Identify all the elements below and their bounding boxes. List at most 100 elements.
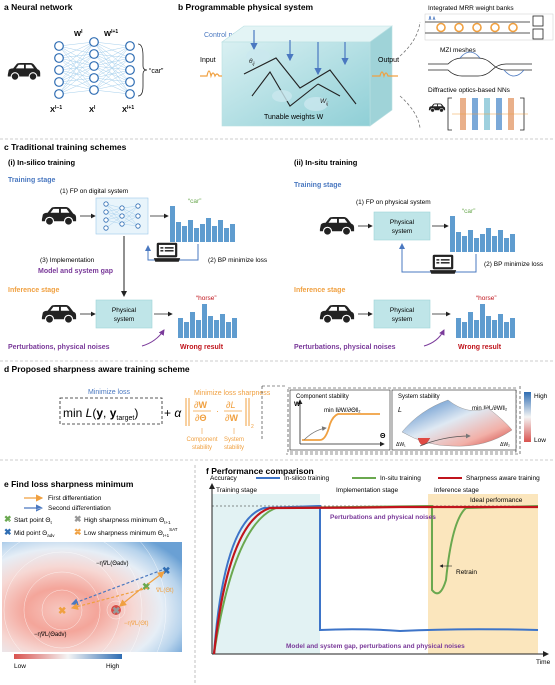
physical-system-box-ii [373,211,431,241]
first-diff-label: First differentiation [48,495,102,502]
gap-label: Model and system gap [38,268,113,275]
high-min-marker: ✖ [74,514,82,524]
nn-diagram [58,41,131,95]
legend-sharpness: Sharpness aware training [466,475,540,482]
colorbar-low-label: Low [534,437,546,444]
colorbar-e [14,654,122,659]
training-bars-i [170,206,235,242]
implementation-stage-region [320,494,428,654]
digital-nn-nodes [103,201,141,231]
start-point-marker: ✖ [4,514,12,524]
sat-step-arrow [70,569,163,606]
sharpness-term: ∂W ∂Θ · ∂L ∂W 2 [185,398,254,430]
inference-stage-label-ii: Inference stage [294,287,345,294]
svg-text:∂W: ∂W [225,413,238,423]
ideal-label: Ideal performance [470,497,523,504]
colorbar-high-label: High [534,393,548,400]
component-stability-title: Component stability [296,394,349,400]
diffractive-label: Diffractive optics-based NNs [428,87,511,94]
box-top [221,25,393,43]
second-diff-label: Second differentiation [48,505,111,512]
wrong-result-ii: Wrong result [458,344,502,351]
fp-physical-label: (1) FP on physical system [356,199,431,206]
panel-b: b Programmable physical system Control p… [178,2,554,131]
svg-text:∂W: ∂W [194,400,207,410]
nn-output-label: “car” [149,68,164,75]
training-stage-label-i: Training stage [8,177,56,184]
legend-in-situ: In-situ training [380,475,421,482]
mid-point-label: Mid point Θadv [14,530,55,538]
inference-stage-label-i: Inference stage [8,287,59,294]
wrong-result-i: Wrong result [180,344,224,351]
perturbations-label-ii: Perturbations, physical noises [294,344,396,351]
in-situ-curve [213,505,431,655]
dw2-label: ΔW₂ [500,442,510,448]
perturbations-label-i: Perturbations, physical noises [8,344,110,351]
svg-text:2: 2 [251,424,254,430]
callout-outline [261,385,521,455]
car-icon [319,304,355,324]
system-stability-title: System stability [398,394,440,400]
sharpness-aware-curve [212,505,538,655]
laptop-icon [153,242,181,262]
horse-label-ii: “horse” [476,295,497,302]
nn-nodes [54,37,135,99]
panel-c: c Traditional training schemes (i) In-si… [0,138,555,351]
x-lm1-label: Xl−1 [50,105,62,114]
perturbation-arrow-ii [423,329,445,347]
inference-bars-ii [456,304,515,338]
w-axis-label: W [294,401,301,408]
input-wave [200,70,222,79]
car-icon [7,62,41,81]
panel-e-title: e Find loss sharpness minimum [4,479,134,489]
mrr-illustration [424,13,554,41]
sharp-minimum-spot [111,605,121,615]
in-situ-retrain-curve [430,505,539,595]
grad-t-label-2: −η∇L(Θt) [124,620,149,627]
car-icon [319,216,355,236]
in-silico-drop-curve [318,505,539,633]
connector-top [399,21,421,57]
mid-point-marker: ✖ [4,527,12,537]
physical-system-box-ii-inf [373,299,431,329]
mid-point: ✖ [162,566,170,577]
output-brace [137,43,148,97]
tunable-weights-label: Tunable weights W [264,114,324,121]
time-label: Time [536,659,551,666]
car-icon [41,304,77,324]
system-label-ii-inf: system [392,316,413,323]
surface-arrow [419,433,471,447]
component-stability-sub: stability [192,445,212,451]
laptop-icon [429,254,457,274]
connector-bottom [399,95,421,129]
system-label: System [224,437,244,443]
bp-label-i: (2) BP minimize loss [208,257,268,264]
colorbar-e-high: High [106,663,120,670]
adv-step-arrow [147,571,165,585]
mrr-label: Integrated MRR weight banks [428,5,514,12]
dw1-label: ΔW₁ [396,442,406,448]
digital-nn-lines [105,203,139,229]
output-wave [372,71,398,79]
implementation-label: (3) Implementation [40,257,95,264]
panel-b-title: b Programmable physical system [178,2,314,12]
waveguide-network [243,57,357,107]
component-label: Component [186,437,217,443]
start-point-label: Start point Θt [14,517,53,525]
component-curve [302,413,380,441]
x-l-label: Xl [89,105,96,114]
panel-f-title: f Performance comparison [206,466,314,476]
component-min-label: min ‖∂W/∂Θ‖₂ [324,407,361,414]
colorbar-d [524,392,531,442]
panel-a: a Neural network “car” Wl Wl+1 Xl−1 Xl X… [4,2,164,114]
high-sharpness-point: ✖ [112,606,120,617]
system-label-ii: system [392,228,413,235]
horse-label-i: “horse” [196,295,217,302]
panel-d: d Proposed sharpness aware training sche… [0,360,555,455]
inference-bars-i [178,304,237,338]
diffractive-illustration [428,97,528,131]
implementation-stage-label: Implementation stage [336,487,399,494]
w-l1-label: Wl+1 [104,29,118,38]
panel-d-title: d Proposed sharpness aware training sche… [4,364,190,374]
